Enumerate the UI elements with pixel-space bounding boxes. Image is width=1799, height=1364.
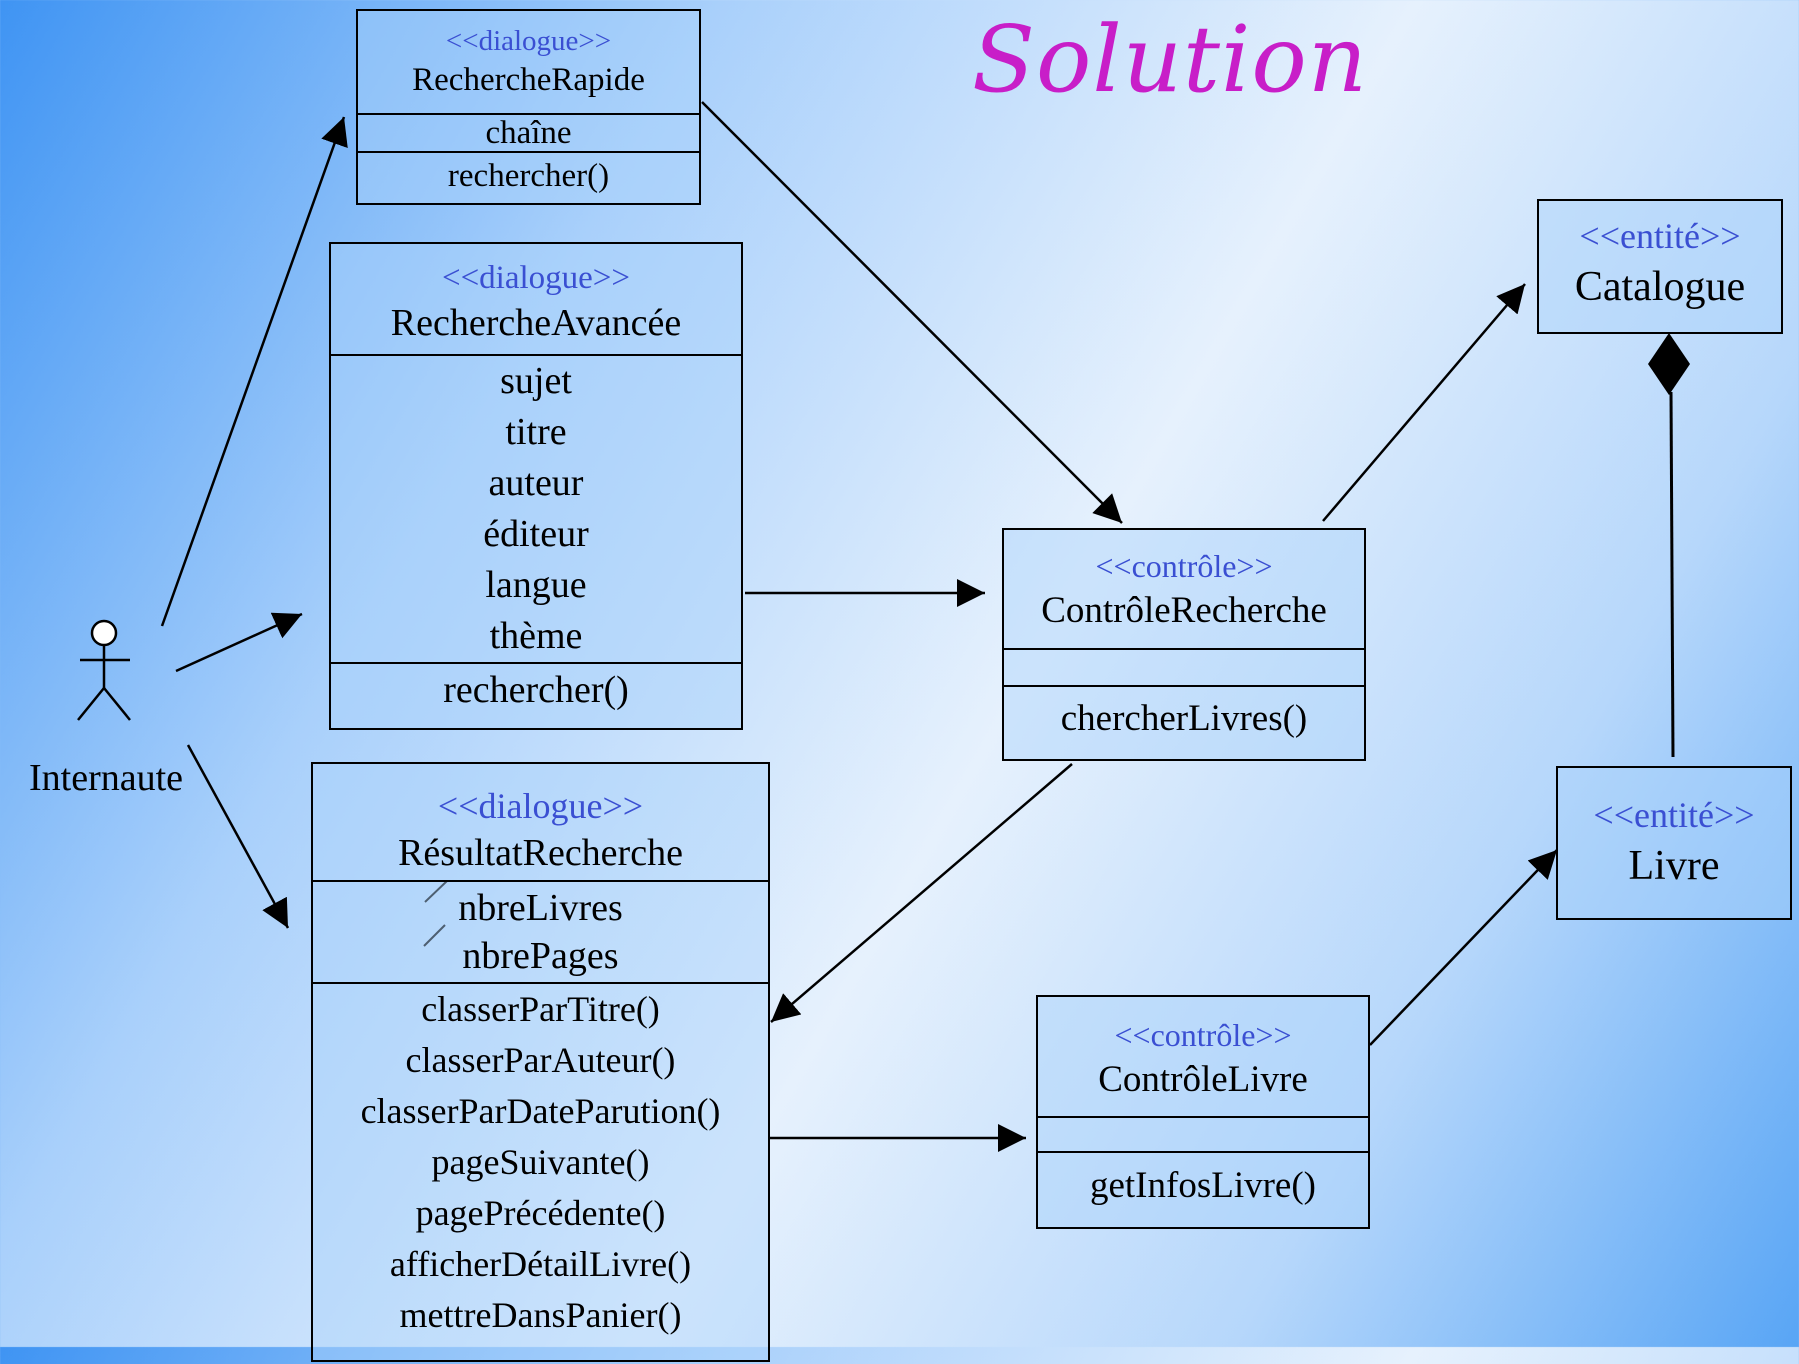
arrow-recherche-rapide-to-controle-recherche	[701, 101, 1123, 524]
class-recherche-rapide[interactable]: <<dialogue>> RechercheRapide chaîne rech…	[356, 9, 701, 205]
class-livre[interactable]: <<entité>> Livre	[1556, 766, 1792, 920]
attribute-item: nbrePages	[462, 935, 619, 977]
class-header: <<dialogue>> RechercheRapide	[358, 11, 699, 115]
attribute-item: sujet	[500, 360, 572, 402]
class-name: ContrôleRecherche	[1041, 590, 1327, 631]
attribute-item: nbreLivres	[458, 887, 623, 929]
operation-item: rechercher()	[443, 669, 629, 711]
operations-compartment: chercherLivres()	[1004, 687, 1364, 759]
operation-item: pageSuivante()	[431, 1142, 650, 1182]
operation-item: classerParAuteur()	[405, 1040, 676, 1080]
class-name: RésultatRecherche	[398, 832, 683, 874]
arrow-actor-to-recherche-avancee	[175, 612, 303, 673]
stereotype-label: <<dialogue>>	[437, 786, 644, 826]
page-title: Solution	[971, 6, 1369, 113]
operation-item: afficherDétailLivre()	[389, 1244, 692, 1284]
stereotype-label: <<dialogue>>	[441, 260, 631, 296]
arrow-actor-to-recherche-rapide	[160, 116, 348, 627]
attributes-compartment	[1004, 650, 1364, 687]
attribute-item: langue	[485, 564, 587, 606]
stereotype-label: <<entité>>	[1593, 795, 1755, 835]
arrow-controle-recherche-to-resultat-recherche	[770, 763, 1073, 1023]
class-name: RechercheAvancée	[390, 302, 682, 344]
attributes-compartment: chaîne	[358, 115, 699, 153]
actor-label: Internaute	[28, 757, 184, 799]
class-controle-recherche[interactable]: <<contrôle>> ContrôleRecherche chercherL…	[1002, 528, 1366, 761]
operations-compartment: classerParTitre() classerParAuteur() cla…	[313, 984, 768, 1364]
class-name: ContrôleLivre	[1098, 1059, 1308, 1100]
attributes-compartment	[1038, 1118, 1368, 1153]
class-resultat-recherche[interactable]: <<dialogue>> RésultatRecherche nbreLivre…	[311, 762, 770, 1362]
class-header: <<dialogue>> RésultatRecherche	[313, 764, 768, 882]
class-name: RechercheRapide	[412, 62, 645, 98]
arrow-controle-recherche-to-catalogue	[1322, 283, 1526, 522]
arrow-actor-to-resultat-recherche	[186, 744, 290, 929]
stereotype-label: <<entité>>	[1579, 216, 1741, 256]
attributes-compartment: sujet titre auteur éditeur langue thème	[331, 356, 741, 664]
operation-item: mettreDansPanier()	[399, 1295, 682, 1335]
class-name: Livre	[1628, 843, 1720, 889]
operation-item: classerParDateParution()	[360, 1091, 721, 1131]
derived-attribute-slash	[423, 924, 446, 947]
operation-item: getInfosLivre()	[1089, 1165, 1316, 1206]
class-controle-livre[interactable]: <<contrôle>> ContrôleLivre getInfosLivre…	[1036, 995, 1370, 1229]
attribute-item: éditeur	[483, 513, 589, 555]
operations-compartment: rechercher()	[358, 153, 699, 203]
stereotype-label: <<contrôle>>	[1095, 548, 1273, 584]
operation-item: rechercher()	[447, 158, 610, 194]
composition-line	[1669, 391, 1675, 758]
operations-compartment: getInfosLivre()	[1038, 1153, 1368, 1227]
class-header: <<contrôle>> ContrôleLivre	[1038, 997, 1368, 1118]
derived-attribute-slash	[424, 880, 448, 903]
actor-figure	[77, 619, 131, 721]
stereotype-label: <<contrôle>>	[1114, 1017, 1292, 1053]
attributes-compartment: nbreLivres nbrePages	[313, 882, 768, 984]
operation-item: pagePrécédente()	[415, 1193, 666, 1233]
class-header: <<dialogue>> RechercheAvancée	[331, 244, 741, 356]
attribute-item: auteur	[488, 462, 584, 504]
stereotype-label: <<dialogue>>	[445, 25, 612, 57]
class-header: <<contrôle>> ContrôleRecherche	[1004, 530, 1364, 650]
class-name: Catalogue	[1574, 264, 1746, 310]
operations-compartment: rechercher()	[331, 664, 741, 728]
arrow-controle-livre-to-livre	[1369, 849, 1558, 1046]
operation-item: classerParTitre()	[421, 989, 660, 1029]
attribute-item: chaîne	[485, 115, 572, 151]
class-catalogue[interactable]: <<entité>> Catalogue	[1537, 199, 1783, 334]
composition-diamond-icon	[1648, 333, 1690, 395]
class-recherche-avancee[interactable]: <<dialogue>> RechercheAvancée sujet titr…	[329, 242, 743, 730]
attribute-item: thème	[489, 615, 583, 657]
operation-item: chercherLivres()	[1060, 698, 1308, 739]
attribute-item: titre	[505, 411, 567, 453]
